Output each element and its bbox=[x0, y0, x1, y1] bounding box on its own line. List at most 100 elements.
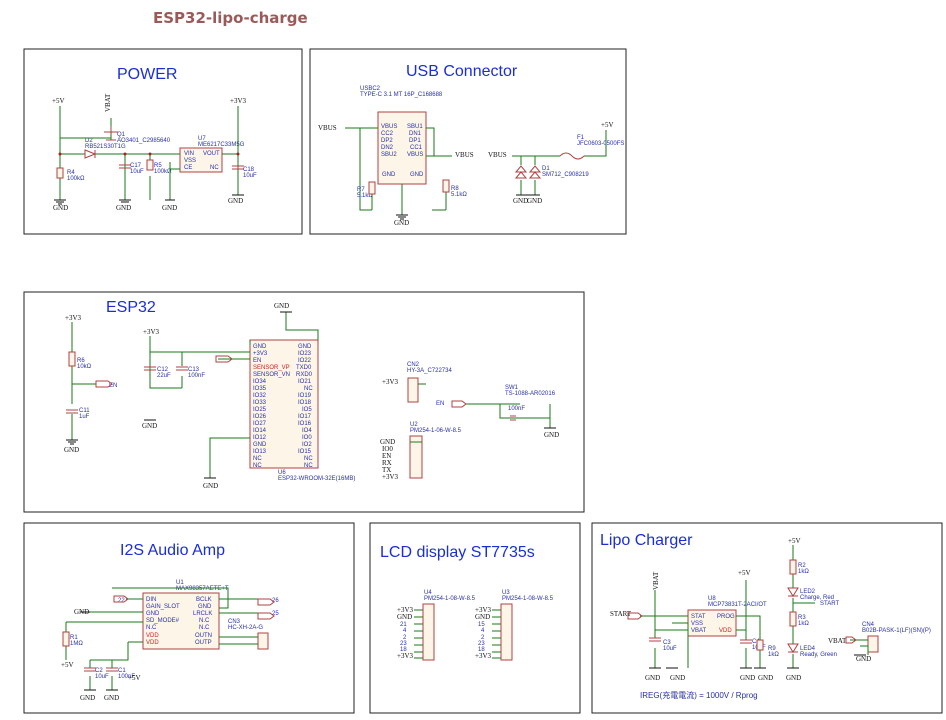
mosfet-q1 bbox=[104, 126, 118, 141]
ref-r3: R3 bbox=[798, 615, 806, 621]
sheet-usb: USB Connector USBC2 TYPE-C 3.1 MT 16P_C1… bbox=[309, 48, 627, 235]
pin-io4: IO4 bbox=[302, 428, 312, 434]
ref-usbc2: USBC2 bbox=[360, 86, 381, 92]
ref-c3: C3 bbox=[663, 640, 671, 646]
pin-dn1: DN1 bbox=[409, 131, 422, 137]
value-sw1: TS-1088-AR02016 bbox=[505, 391, 556, 397]
ref-r2: R2 bbox=[798, 563, 806, 569]
net-3v3-u2: +3V3 bbox=[382, 473, 399, 481]
value-u4: PM254-1-08-W-8.5 bbox=[424, 596, 476, 602]
pin-cc1: CC1 bbox=[410, 145, 423, 151]
sheet-frame-power bbox=[23, 48, 303, 235]
ic-u7 bbox=[179, 147, 223, 173]
resistor-r2 bbox=[789, 559, 797, 575]
net-15-u3: 15 bbox=[478, 622, 485, 628]
gnd-label: GND bbox=[394, 219, 409, 227]
caps-power bbox=[119, 164, 244, 170]
module-u6 bbox=[249, 339, 319, 469]
ref-d2: D2 bbox=[85, 138, 93, 144]
pin-io16: IO16 bbox=[298, 421, 312, 427]
ref-cn3: CN3 bbox=[228, 619, 241, 625]
ref-u2: U2 bbox=[410, 422, 418, 428]
ref-c12: C12 bbox=[157, 367, 169, 373]
sheet-title-esp32: ESP32 bbox=[106, 299, 156, 316]
pin-bclk: BCLK bbox=[196, 597, 212, 603]
tvs-d1 bbox=[514, 165, 542, 179]
pin-io23: IO23 bbox=[298, 351, 312, 357]
pin-vdd: VDD bbox=[146, 633, 159, 639]
ref-c11: C11 bbox=[79, 408, 90, 414]
value-c11: 1uF bbox=[79, 414, 90, 420]
gnd-label: GND bbox=[513, 197, 528, 205]
pin-gnd-2: GND bbox=[253, 442, 267, 448]
net-3v3-cn2: +3V3 bbox=[382, 378, 399, 386]
ref-sw1: SW1 bbox=[505, 385, 519, 391]
power-symbol-vbat-lipo: VBAT bbox=[652, 571, 660, 590]
power-symbol-5v-lipo: +5V bbox=[738, 569, 751, 577]
value-led4: Ready, Green bbox=[800, 652, 837, 658]
net-3v3-u3-b: +3V3 bbox=[475, 652, 492, 660]
ref-cn2: CN2 bbox=[407, 362, 420, 368]
pin-gnd-r: GND bbox=[198, 604, 212, 610]
gnd-label: GND bbox=[116, 204, 131, 212]
net-start: START bbox=[610, 610, 632, 618]
ref-r5: R5 bbox=[154, 163, 162, 169]
pin-vdd: VDD bbox=[719, 628, 732, 634]
resistor-r9 bbox=[756, 639, 764, 651]
value-c1: 100nF bbox=[118, 674, 135, 680]
pin-dp1: DP1 bbox=[409, 138, 421, 144]
ref-led2: LED2 bbox=[800, 589, 816, 595]
wires-lcd bbox=[414, 609, 501, 659]
net-26: 26 bbox=[272, 598, 279, 604]
gnd-label: GND bbox=[670, 674, 685, 682]
pin-vbat: VBAT bbox=[691, 628, 707, 634]
wires-audio bbox=[65, 587, 258, 690]
net-io0-u2: IO0 bbox=[382, 445, 393, 453]
pin-io27: IO27 bbox=[253, 421, 267, 427]
ref-r6: R6 bbox=[77, 358, 85, 364]
value-q1: AO3401_C2985640 bbox=[117, 138, 171, 144]
connector-cn3 bbox=[257, 632, 269, 650]
value-r1: 1MΩ bbox=[70, 641, 83, 647]
ref-d1: D1 bbox=[542, 166, 550, 172]
power-symbol-3v3: +3V3 bbox=[230, 97, 247, 105]
pin-gain-slot: GAIN_SLOT bbox=[146, 604, 180, 610]
value-usbc2: TYPE-C 3.1 MT 16P_C168688 bbox=[360, 92, 443, 98]
pin-io15: IO15 bbox=[298, 449, 312, 455]
pin-sensor-vn: SENSOR_VN bbox=[253, 372, 290, 378]
gnd-label: GND bbox=[274, 302, 289, 310]
gnd-label: GND bbox=[740, 674, 755, 682]
value-r2: 1kΩ bbox=[798, 569, 809, 575]
sheet-frame-lipo bbox=[591, 522, 943, 714]
sheet-title-lcd: LCD display ST7735s bbox=[380, 544, 535, 561]
sheet-frame-lcd bbox=[369, 522, 581, 714]
caps-ports-audio bbox=[84, 595, 275, 672]
pin-io0: IO0 bbox=[302, 435, 312, 441]
value-d1: SM712_C908219 bbox=[542, 172, 589, 178]
ref-r7: R7 bbox=[357, 187, 365, 193]
gnd-label: GND bbox=[786, 674, 801, 682]
value-u7: ME6217C33M5G bbox=[198, 142, 245, 148]
gnd-label: GND bbox=[203, 482, 218, 490]
net-en-sw: EN bbox=[436, 401, 444, 407]
net-21-u4: 21 bbox=[400, 622, 407, 628]
net-3v3-u4-b: +3V3 bbox=[397, 652, 414, 660]
pin-ce: CE bbox=[184, 165, 192, 171]
resistor-r6 bbox=[68, 351, 76, 367]
pin-sbu2: SBU2 bbox=[381, 152, 397, 158]
net-4-u4: 4 bbox=[403, 628, 407, 634]
net-ports-en bbox=[95, 355, 467, 408]
junction bbox=[236, 152, 240, 156]
pin-en: EN bbox=[253, 358, 261, 364]
ref-c18: C18 bbox=[243, 167, 255, 173]
pin-nc: NC bbox=[304, 456, 313, 462]
ref-q1: Q1 bbox=[117, 132, 126, 138]
net-3v3-u3: +3V3 bbox=[475, 606, 492, 614]
pin-io35: IO35 bbox=[253, 386, 267, 392]
gnd-symbols bbox=[54, 194, 244, 205]
net-vbat-cn4: VBAT bbox=[828, 637, 847, 645]
ref-r4: R4 bbox=[67, 170, 75, 176]
sheet-title-audio: I2S Audio Amp bbox=[120, 542, 225, 559]
ref-r1: R1 bbox=[70, 635, 78, 641]
ref-c4: C4 bbox=[752, 639, 760, 645]
